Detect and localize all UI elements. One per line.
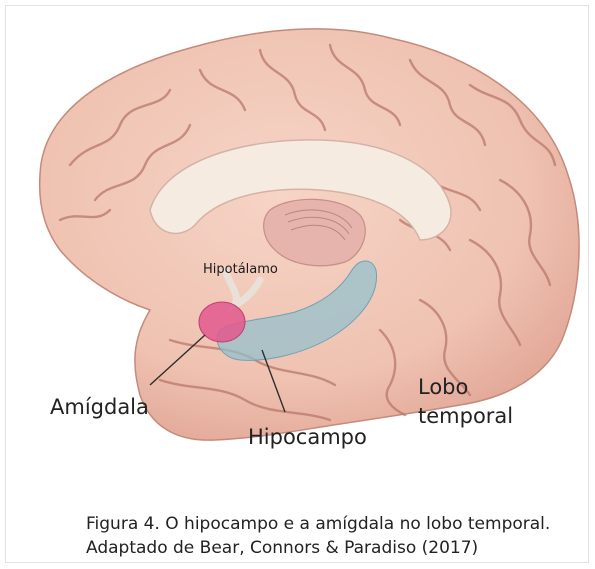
- label-hipocampo: Hipocampo: [248, 425, 367, 449]
- label-lobo-temporal: Lobo temporal: [418, 373, 513, 431]
- label-amigdala: Amígdala: [50, 395, 149, 419]
- label-hipotalamo: Hipotálamo: [203, 262, 278, 277]
- caption-line-1: Figura 4. O hipocampo e a amígdala no lo…: [86, 512, 550, 536]
- caption-line-2: Adaptado de Bear, Connors & Paradiso (20…: [86, 536, 550, 560]
- figure-caption: Figura 4. O hipocampo e a amígdala no lo…: [86, 512, 550, 560]
- label-lobo-line2: temporal: [418, 402, 513, 431]
- label-lobo-line1: Lobo: [418, 373, 513, 402]
- amygdala: [199, 302, 245, 342]
